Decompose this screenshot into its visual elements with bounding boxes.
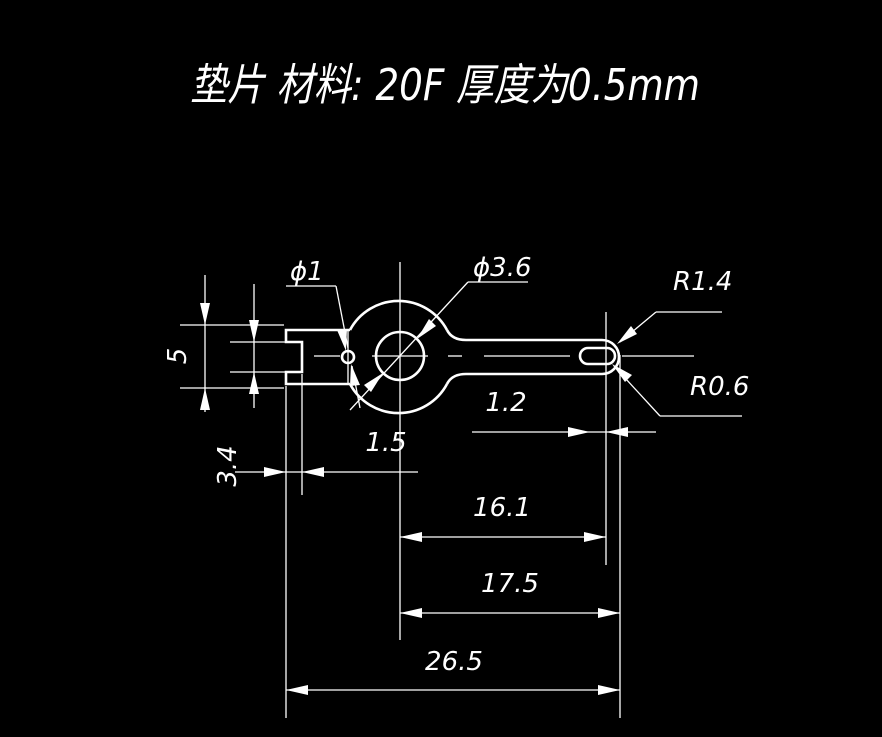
center-lines — [314, 262, 694, 718]
dim-overall-length-label: 26.5 — [425, 647, 483, 677]
dim-outer-radius: R1.4 — [617, 267, 732, 344]
drawing-title: 垫片 材料: 20F 厚度为0.5mm — [190, 60, 700, 111]
dim-small-hole: ϕ1 — [286, 257, 361, 409]
dim-slot-radius: R0.6 — [612, 364, 749, 417]
dim-center-hole: ϕ3.6 — [349, 253, 532, 411]
extension-lines — [180, 324, 303, 718]
dim-notch-height: 3.4 — [213, 284, 259, 487]
dim-notch-depth-label: 1.5 — [365, 428, 406, 458]
dim-slot-center-label: 16.1 — [473, 493, 531, 523]
dim-notch-height-label: 3.4 — [213, 445, 243, 486]
dim-slot-radius-label: R0.6 — [690, 372, 749, 402]
dim-slot-width: 1.2 — [472, 388, 656, 437]
dim-slot-width-label: 1.2 — [485, 388, 526, 418]
dim-height-label: 5 — [163, 348, 193, 365]
part-outline — [284, 299, 621, 415]
dim-arm-length: 17.5 — [400, 569, 620, 618]
dim-slot-center: 16.1 — [400, 493, 606, 542]
dim-height: 5 — [163, 275, 210, 412]
dim-arm-length-label: 17.5 — [481, 569, 539, 599]
slot — [578, 346, 617, 366]
dim-outer-radius-label: R1.4 — [673, 267, 732, 297]
dim-notch-depth: 1.5 — [235, 428, 418, 477]
dim-small-hole-label: ϕ1 — [290, 257, 324, 287]
dim-overall-length: 26.5 — [286, 647, 620, 695]
dim-center-hole-label: ϕ3.6 — [473, 253, 532, 283]
